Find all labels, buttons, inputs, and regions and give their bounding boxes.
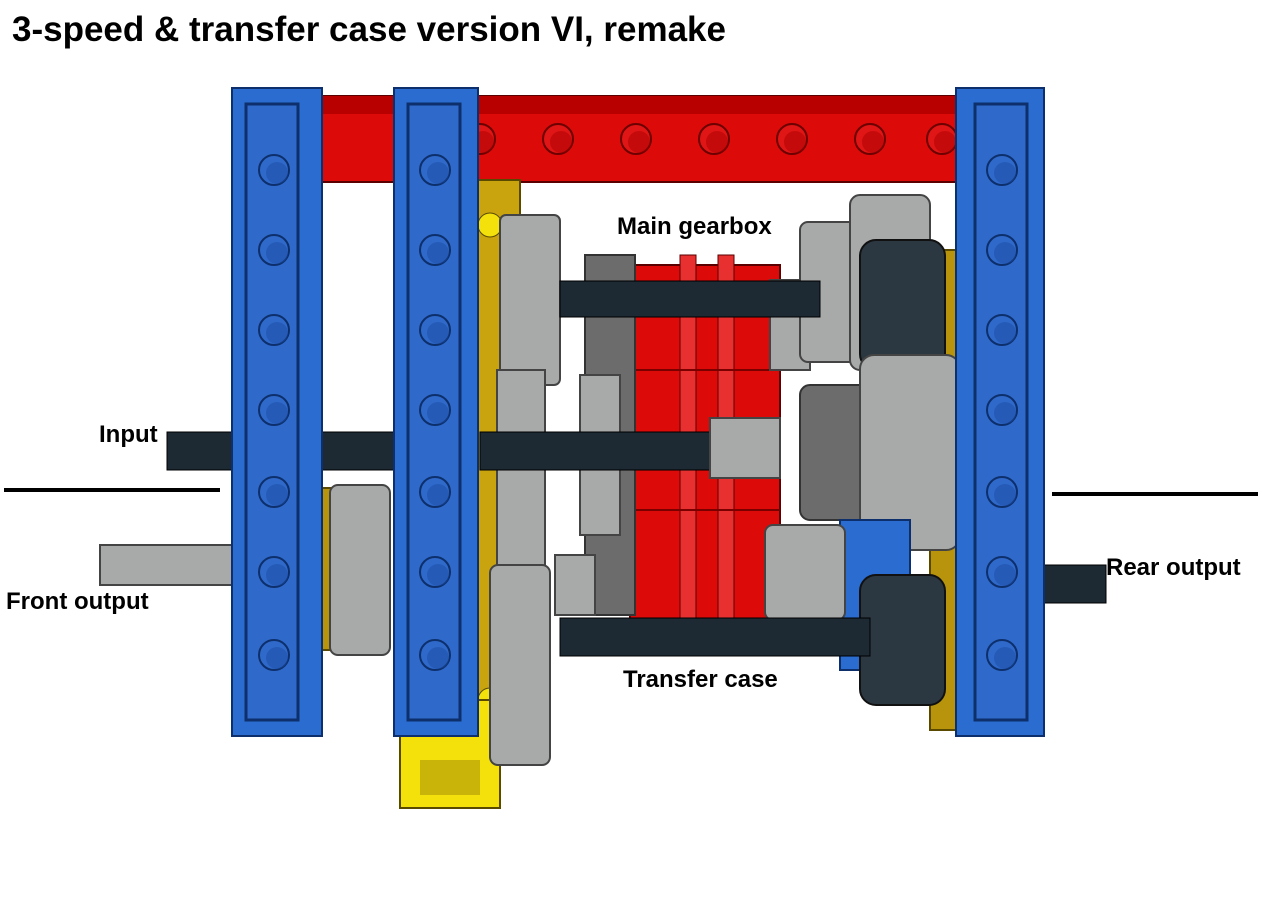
page-title: 3-speed & transfer case version VI, rema… [12,10,726,49]
left-blue-beam [231,87,323,737]
right-blue-beam [955,87,1045,737]
main-gearbox-label: Main gearbox [617,213,772,240]
axles [99,280,1107,657]
rear-output-label: Rear output [1106,554,1241,581]
middle-blue-beam [393,87,479,737]
transfer-case-label: Transfer case [623,666,778,693]
front-output-label: Front output [6,588,149,615]
input-label: Input [99,421,158,448]
main-gearbox-gears [329,194,961,766]
